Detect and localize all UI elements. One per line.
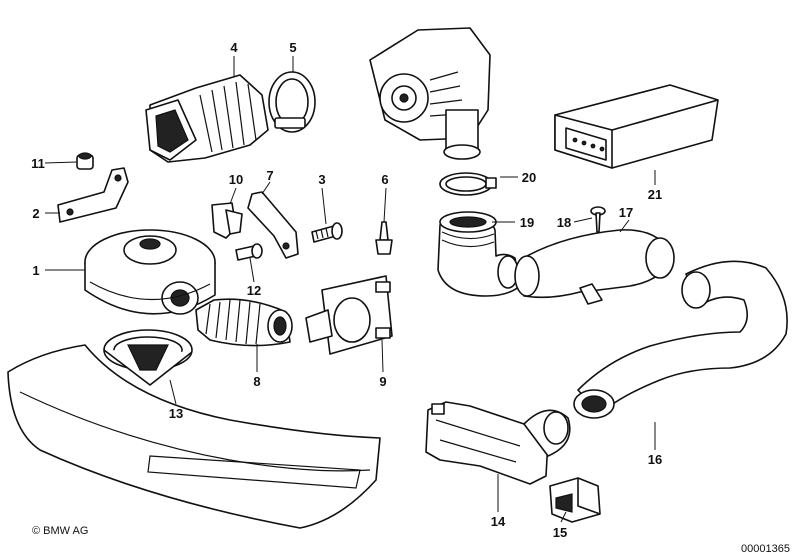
part-19-elbow-hose[interactable] — [437, 211, 521, 297]
callout-4: 4 — [230, 40, 238, 55]
callout-20: 20 — [522, 170, 536, 185]
callout-6: 6 — [381, 172, 388, 187]
part-20-hose-clamp[interactable] — [439, 172, 497, 196]
part-14-duct-bracket[interactable] — [425, 401, 571, 485]
part-18-screw[interactable] — [590, 206, 606, 233]
callout-1: 1 — [32, 263, 39, 278]
part-15-clip[interactable] — [549, 477, 601, 523]
part-16-large-hose[interactable] — [573, 260, 788, 419]
alternator — [369, 27, 491, 160]
callout-7: 7 — [266, 168, 273, 183]
callout-19: 19 — [520, 215, 534, 230]
part-21-control-unit[interactable] — [554, 84, 719, 169]
callout-10: 10 — [229, 172, 243, 187]
callout-11: 11 — [31, 156, 45, 171]
diagram-number: 00001365 — [741, 543, 790, 555]
callout-3: 3 — [318, 172, 325, 187]
callout-18: 18 — [557, 215, 571, 230]
part-1-air-filter-housing[interactable] — [84, 229, 216, 315]
callout-9: 9 — [379, 374, 386, 389]
callout-5: 5 — [289, 40, 296, 55]
part-4-intake-bellows[interactable] — [145, 74, 269, 163]
part-13-air-scoop[interactable] — [103, 329, 193, 386]
callout-2: 2 — [32, 206, 39, 221]
part-8-flexible-hose[interactable] — [195, 298, 293, 347]
part-5-hose-clamp[interactable] — [268, 71, 316, 133]
callout-8: 8 — [253, 374, 260, 389]
callout-15: 15 — [553, 525, 567, 540]
front-apron — [7, 344, 381, 529]
callout-12: 12 — [247, 283, 261, 298]
part-11-grommet[interactable] — [76, 152, 94, 170]
callout-labels: 4 5 11 2 1 10 7 3 6 12 8 9 13 20 19 18 1… — [31, 40, 662, 540]
part-17-intake-hose[interactable] — [514, 229, 675, 305]
part-9-mounting-plate[interactable] — [305, 275, 393, 355]
callout-14: 14 — [491, 514, 506, 529]
callout-17: 17 — [619, 205, 633, 220]
callout-21: 21 — [648, 187, 662, 202]
part-12-screw[interactable] — [235, 243, 263, 261]
leader-lines — [44, 56, 656, 523]
copyright-text: © BMW AG — [32, 525, 88, 537]
part-2-bracket[interactable] — [57, 167, 129, 223]
part-6-pin[interactable] — [375, 221, 393, 255]
callout-16: 16 — [648, 452, 662, 467]
part-3-bolt[interactable] — [311, 222, 343, 243]
part-7-bracket[interactable] — [247, 191, 299, 259]
part-10-bracket[interactable] — [211, 202, 243, 239]
callout-13: 13 — [169, 406, 183, 421]
